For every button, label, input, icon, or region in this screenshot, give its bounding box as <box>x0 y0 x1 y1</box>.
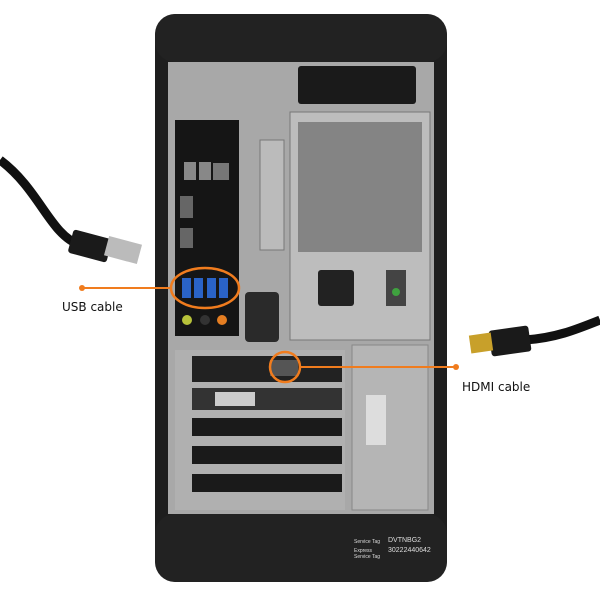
hdmi-cable <box>468 315 600 357</box>
usb-cable <box>0 156 143 265</box>
hdmi-callout <box>268 350 459 384</box>
vent-grille <box>259 139 285 251</box>
power-socket-icon <box>318 270 354 306</box>
io-panel <box>175 120 239 336</box>
usb3-port-icon <box>194 278 203 298</box>
usb3-port-icon <box>219 278 228 298</box>
displayport-icon <box>180 196 193 218</box>
usb-cable-label: USB cable <box>62 300 123 314</box>
usb-port-icon <box>184 162 196 180</box>
audio-jack-icon <box>217 315 227 325</box>
hdmi-cable-label: HDMI cable <box>462 380 531 394</box>
service-tag-value: DVTNBG2 <box>388 537 422 544</box>
top-latch <box>298 66 416 104</box>
graphics-card <box>192 356 342 382</box>
usb3-port-icon <box>207 278 216 298</box>
expansion-slots <box>175 344 429 511</box>
usb-plug-icon <box>103 235 143 265</box>
express-code-value: 30222440642 <box>388 547 431 554</box>
usb-port-icon <box>199 162 211 180</box>
usb-callout <box>79 266 241 310</box>
hdmi-port-icon <box>180 228 193 248</box>
usb3-port-icon <box>182 278 191 298</box>
hdmi-plug-icon <box>468 332 494 354</box>
express-code-label: Express Service Tag <box>354 548 381 560</box>
side-panel-latch[interactable] <box>245 292 279 342</box>
power-supply <box>289 111 431 341</box>
ethernet-port-icon <box>213 163 229 180</box>
gpu-hdmi-port-icon <box>270 360 298 376</box>
service-tag-label: Service Tag <box>354 539 381 545</box>
audio-jack-icon <box>200 315 210 325</box>
audio-jack-icon <box>182 315 192 325</box>
